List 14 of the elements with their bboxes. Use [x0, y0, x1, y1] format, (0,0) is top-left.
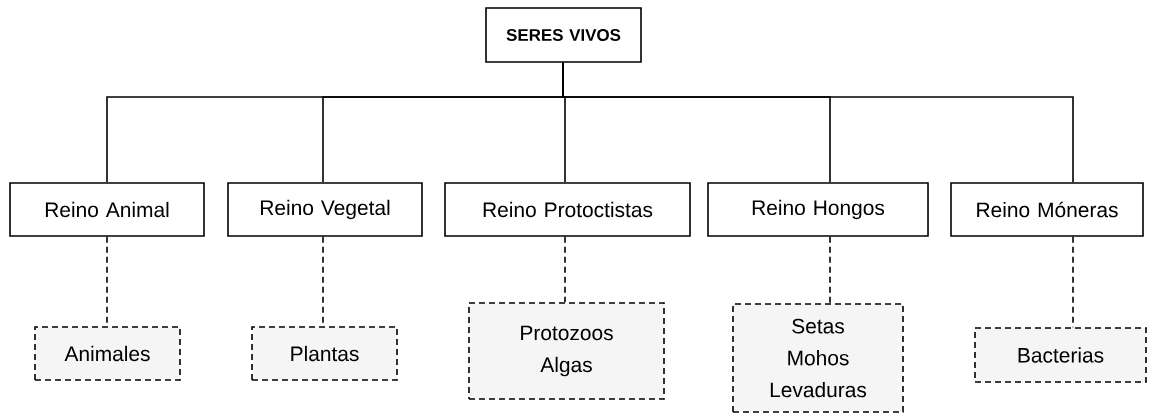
example-box: Animales — [34, 326, 181, 381]
kingdom-box: Reino Móneras — [950, 182, 1144, 237]
example-box: Bacterias — [974, 327, 1147, 383]
connector-line — [562, 62, 1074, 183]
example-box: Protozoos Algas — [468, 302, 665, 400]
kingdom-box: Reino Protoctistas — [444, 182, 691, 237]
kingdom-box: Reino Hongos — [707, 182, 929, 237]
example-box: Plantas — [251, 326, 398, 381]
title-box: SERES VIVOS — [485, 7, 642, 63]
kingdom-box: Reino Animal — [9, 182, 205, 237]
connector-line — [564, 236, 566, 303]
kingdom-box: Reino Vegetal — [227, 182, 423, 237]
connector-line — [829, 236, 831, 304]
example-box: Setas Mohos Levaduras — [732, 303, 904, 413]
